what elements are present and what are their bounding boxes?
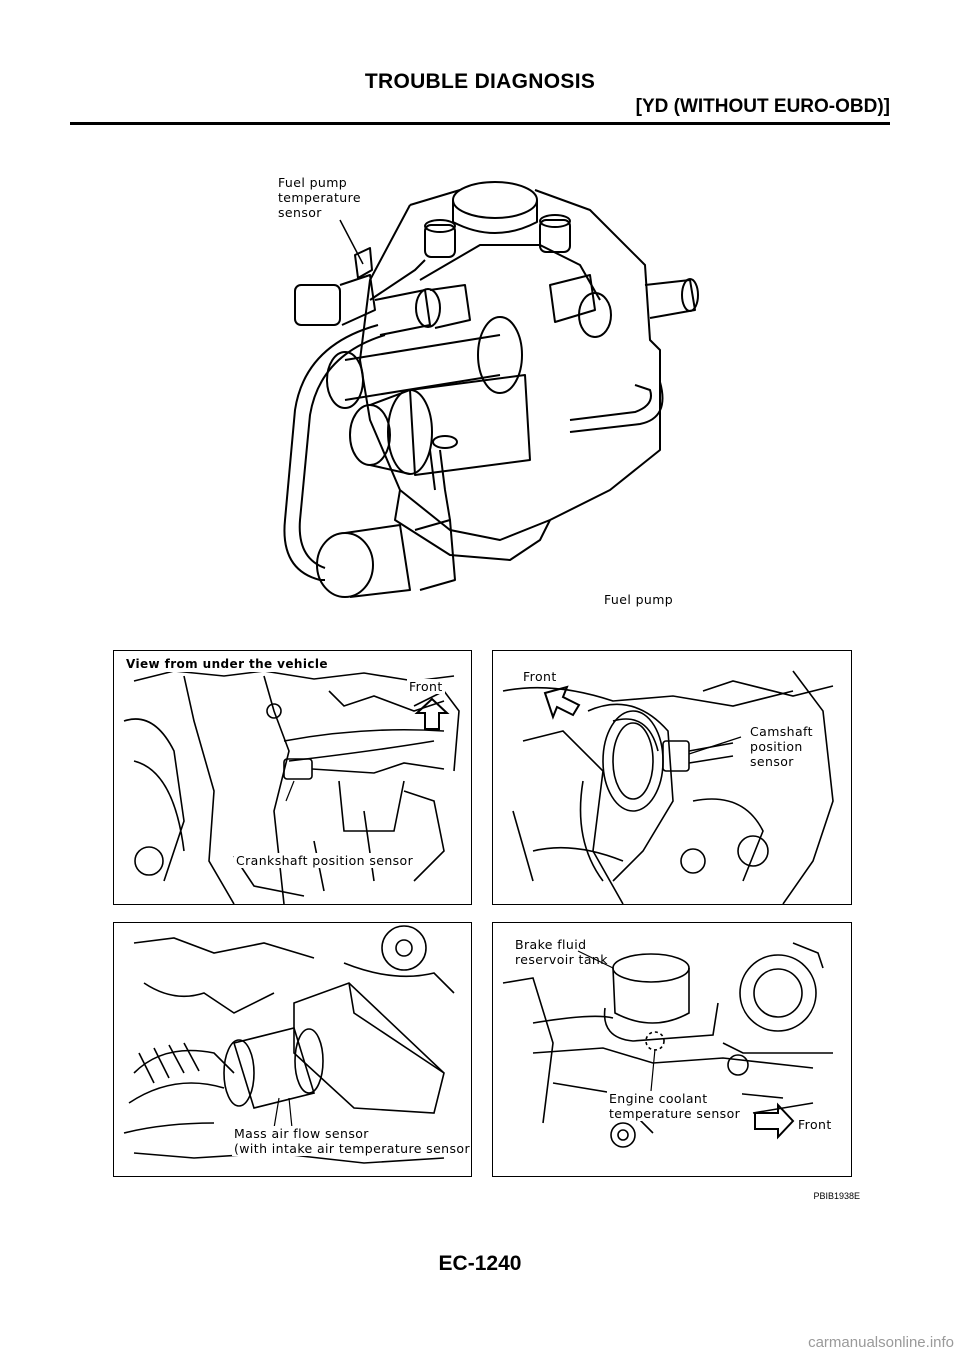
fuel-pump-illustration: Fuel pump temperature sensor Fuel pump: [250, 160, 710, 620]
panel-mass-air-flow-sensor: Mass air flow sensor (with intake air te…: [113, 922, 472, 1177]
page-number: EC-1240: [438, 1252, 522, 1275]
brake-fluid-tank-label: Brake fluid reservoir tank: [515, 937, 608, 967]
maf-sensor-label: Mass air flow sensor (with intake air te…: [232, 1126, 471, 1156]
coolant-sensor-label: Engine coolant temperature sensor: [607, 1091, 743, 1121]
panel-engine-coolant-temperature-sensor: Brake fluid reservoir tank Engine coolan…: [492, 922, 852, 1177]
panel-camshaft-position-sensor: Front Camshaft position sensor: [492, 650, 852, 905]
page-title: TROUBLE DIAGNOSIS: [364, 70, 596, 93]
crankshaft-sensor-label: Crankshaft position sensor: [234, 853, 416, 868]
front-label: Front: [407, 679, 445, 694]
figure-code: PBIB1938E: [813, 1191, 860, 1201]
watermark: carmanualsonline.info: [808, 1334, 954, 1351]
front-label: Front: [521, 669, 559, 684]
panel-crankshaft-position-sensor: View from under the vehicle Front Cranks…: [113, 650, 472, 905]
fuel-pump-label: Fuel pump: [604, 592, 674, 607]
front-label: Front: [796, 1117, 834, 1132]
under-vehicle-heading: View from under the vehicle: [124, 657, 330, 672]
section-subtitle: [YD (WITHOUT EURO-OBD)]: [635, 96, 890, 117]
fuel-pump-temp-sensor-label: Fuel pump temperature sensor: [278, 175, 361, 220]
header-rule: [70, 122, 890, 125]
camshaft-sensor-label: Camshaft position sensor: [748, 724, 815, 769]
